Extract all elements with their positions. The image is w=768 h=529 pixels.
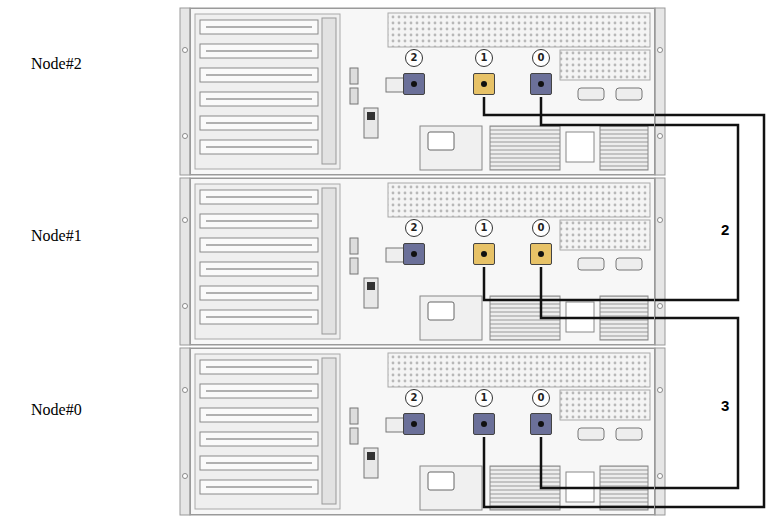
port-number: 0 xyxy=(532,219,550,237)
port-number: 2 xyxy=(405,389,423,407)
node-label: Node#0 xyxy=(31,401,82,419)
port-socket xyxy=(403,413,425,435)
interconnect-port: 1 xyxy=(469,389,499,437)
cable-plug xyxy=(411,81,417,87)
interconnect-port: 1 xyxy=(469,49,499,97)
cable-plug xyxy=(411,251,417,257)
interconnect-port: 2 xyxy=(399,49,429,97)
server-chassis: Node#1210 xyxy=(190,178,655,345)
port-number: 2 xyxy=(405,49,423,67)
port-number: 1 xyxy=(475,389,493,407)
port-socket xyxy=(530,243,552,265)
server-chassis: Node#0210 xyxy=(190,348,655,515)
callout-number: 3 xyxy=(720,398,730,414)
port-socket xyxy=(473,73,495,95)
port-number: 2 xyxy=(405,219,423,237)
port-number: 0 xyxy=(532,49,550,67)
port-socket xyxy=(473,243,495,265)
interconnect-port: 2 xyxy=(399,389,429,437)
cable-plug xyxy=(481,251,487,257)
port-number: 0 xyxy=(532,389,550,407)
interconnect-cable xyxy=(541,267,738,488)
port-number: 1 xyxy=(475,219,493,237)
interconnect-cable xyxy=(484,97,764,507)
cable-plug xyxy=(538,251,544,257)
cable-plug xyxy=(411,421,417,427)
cable-plug xyxy=(538,81,544,87)
interconnect-port: 0 xyxy=(526,389,556,437)
cable-plug xyxy=(538,421,544,427)
port-socket xyxy=(530,73,552,95)
port-socket xyxy=(403,243,425,265)
port-socket xyxy=(473,413,495,435)
port-socket xyxy=(530,413,552,435)
interconnect-cable xyxy=(484,97,738,300)
port-number: 1 xyxy=(475,49,493,67)
interconnect-port: 1 xyxy=(469,219,499,267)
interconnect-port: 0 xyxy=(526,49,556,97)
port-socket xyxy=(403,73,425,95)
node-label: Node#2 xyxy=(31,55,82,73)
cable-plug xyxy=(481,81,487,87)
interconnect-port: 0 xyxy=(526,219,556,267)
node-label: Node#1 xyxy=(31,227,82,245)
callout-number: 2 xyxy=(720,222,730,238)
server-chassis: Node#2210 xyxy=(190,8,655,175)
interconnect-port: 2 xyxy=(399,219,429,267)
cable-plug xyxy=(481,421,487,427)
